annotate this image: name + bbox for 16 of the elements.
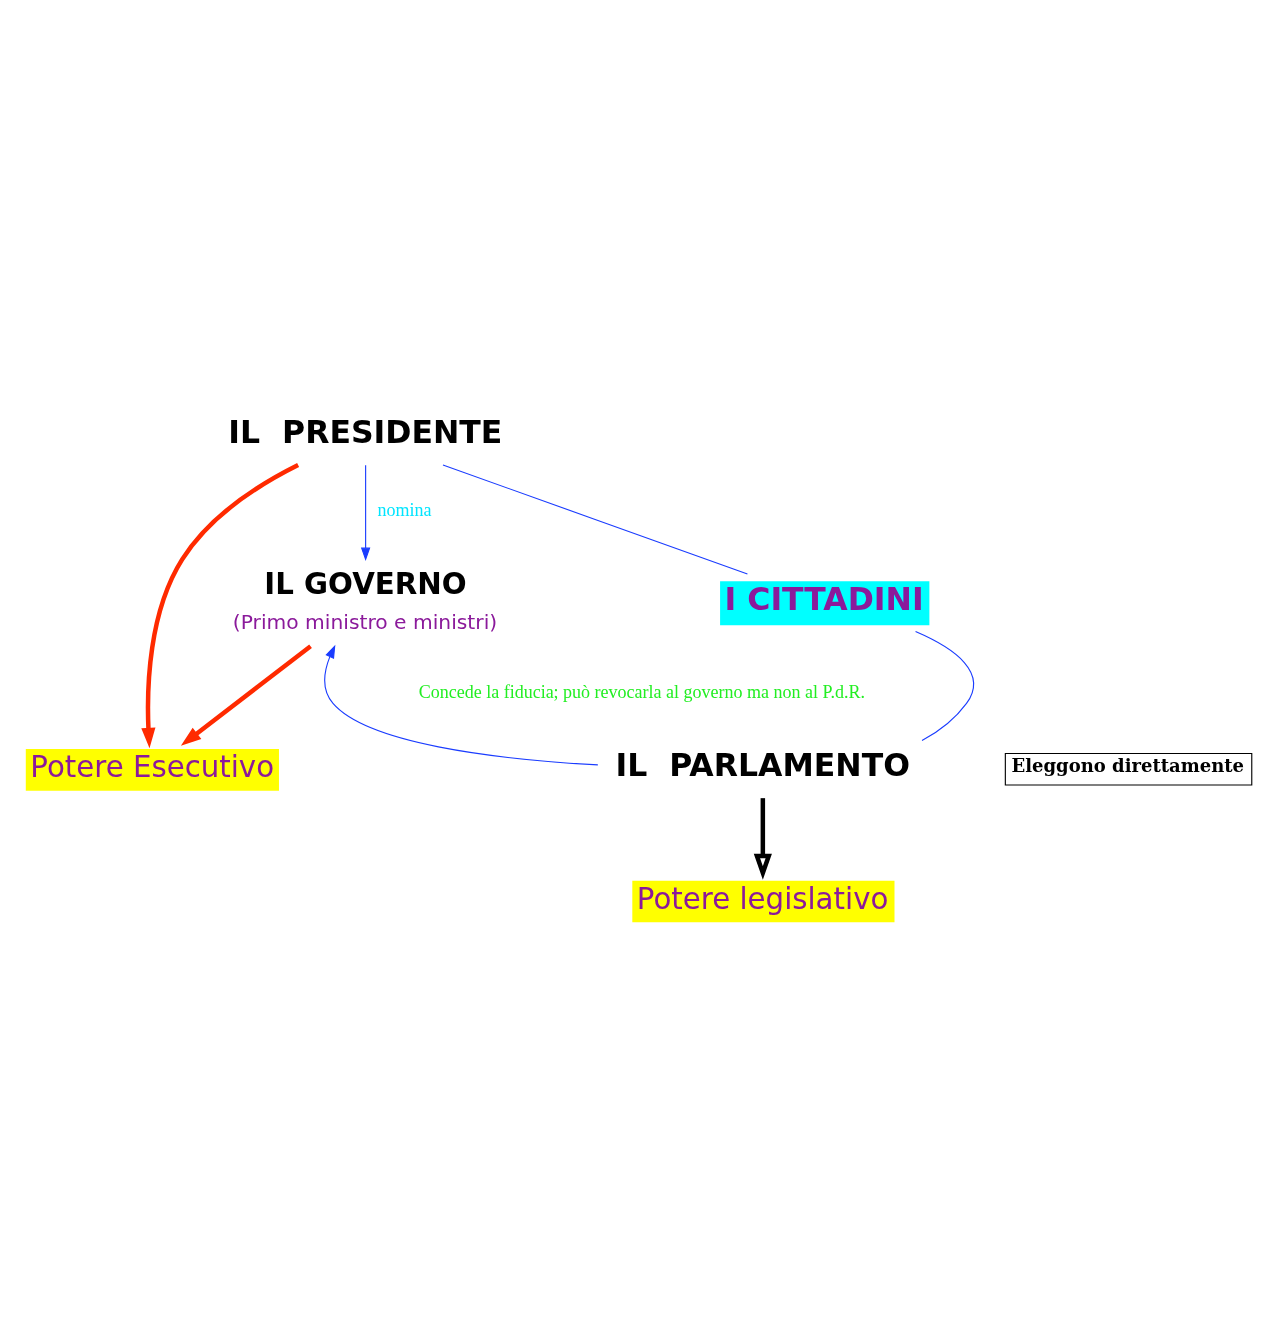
node-box: I CITTADINI <box>720 581 930 626</box>
node-text: IL PARLAMENTO <box>615 747 910 784</box>
node-box: Potere Esecutivo <box>25 749 279 791</box>
arrow <box>753 798 772 880</box>
connector <box>915 631 975 742</box>
edge-label: nomina <box>377 500 432 521</box>
node-text: IL PRESIDENTE <box>228 414 503 451</box>
node-text: IL GOVERNO <box>264 566 467 601</box>
arrow <box>141 463 300 749</box>
arrow <box>360 464 371 562</box>
connector <box>442 464 748 575</box>
edge-label: Concede la fiducia; può revocarla al governo ma non al P.d.R. <box>418 681 866 702</box>
arrow <box>180 644 312 746</box>
node-label: (Primo ministro e ministri) <box>232 610 498 635</box>
node-box: Potere legislativo <box>632 880 895 923</box>
arrow <box>324 644 599 766</box>
